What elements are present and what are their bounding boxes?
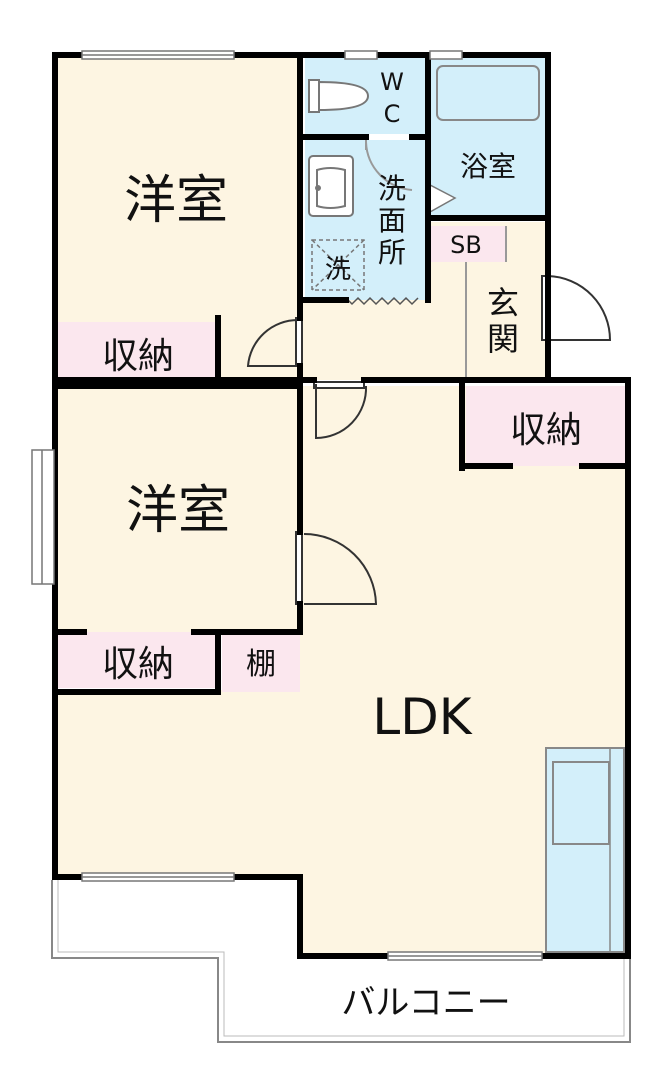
storage-2-label: 収納 xyxy=(510,410,582,451)
balcony-outline-inner xyxy=(57,880,625,1037)
western-room-2-floor xyxy=(58,386,300,632)
windows xyxy=(31,50,543,961)
washer-label: 洗 xyxy=(325,255,351,285)
storage-1-label: 収納 xyxy=(102,336,174,377)
window-bath xyxy=(429,50,463,60)
wc-w-label: W xyxy=(380,68,404,96)
window-side xyxy=(31,449,55,585)
washer-space-icon xyxy=(311,239,365,291)
ldk-label: LDK xyxy=(372,688,472,746)
wc-c-label: C xyxy=(384,100,401,128)
balcony-outline xyxy=(51,880,631,1043)
sink-icon xyxy=(308,155,354,217)
western-room-2-label: 洋室 xyxy=(126,481,230,541)
toilet-icon xyxy=(308,79,370,113)
shoe-box-label: SB xyxy=(450,231,482,259)
bathtub-icon xyxy=(436,65,540,121)
kitchen-counter-icon xyxy=(545,747,625,953)
washroom-label-1: 洗 xyxy=(378,172,406,205)
entrance-label-2: 関 xyxy=(487,320,519,358)
room-labels: 洋室 洋室 収納 収納 収納 棚 W C 浴室 洗 面 所 洗 SB 玄 関 L… xyxy=(102,68,582,1023)
ldk-lower-floor xyxy=(58,690,308,875)
zigzag-divider xyxy=(345,296,419,306)
balcony-label: バルコニー xyxy=(341,983,510,1023)
window-wc xyxy=(344,50,378,60)
shoe-box-floor xyxy=(430,226,506,262)
storage-3-floor xyxy=(58,632,218,688)
washroom-label-3: 所 xyxy=(378,236,406,269)
storage-3-label: 収納 xyxy=(102,644,174,685)
bath-floor xyxy=(430,58,545,218)
shelf-floor xyxy=(222,634,300,692)
room-fills xyxy=(58,58,625,954)
western-room-1-label: 洋室 xyxy=(124,171,228,231)
washroom-label-2: 面 xyxy=(378,204,406,237)
entrance-label-1: 玄 xyxy=(487,284,519,322)
storage-2-floor xyxy=(466,386,625,466)
shelf-label: 棚 xyxy=(246,647,276,682)
bath-label: 浴室 xyxy=(460,150,516,183)
storage-1-floor xyxy=(58,322,218,378)
